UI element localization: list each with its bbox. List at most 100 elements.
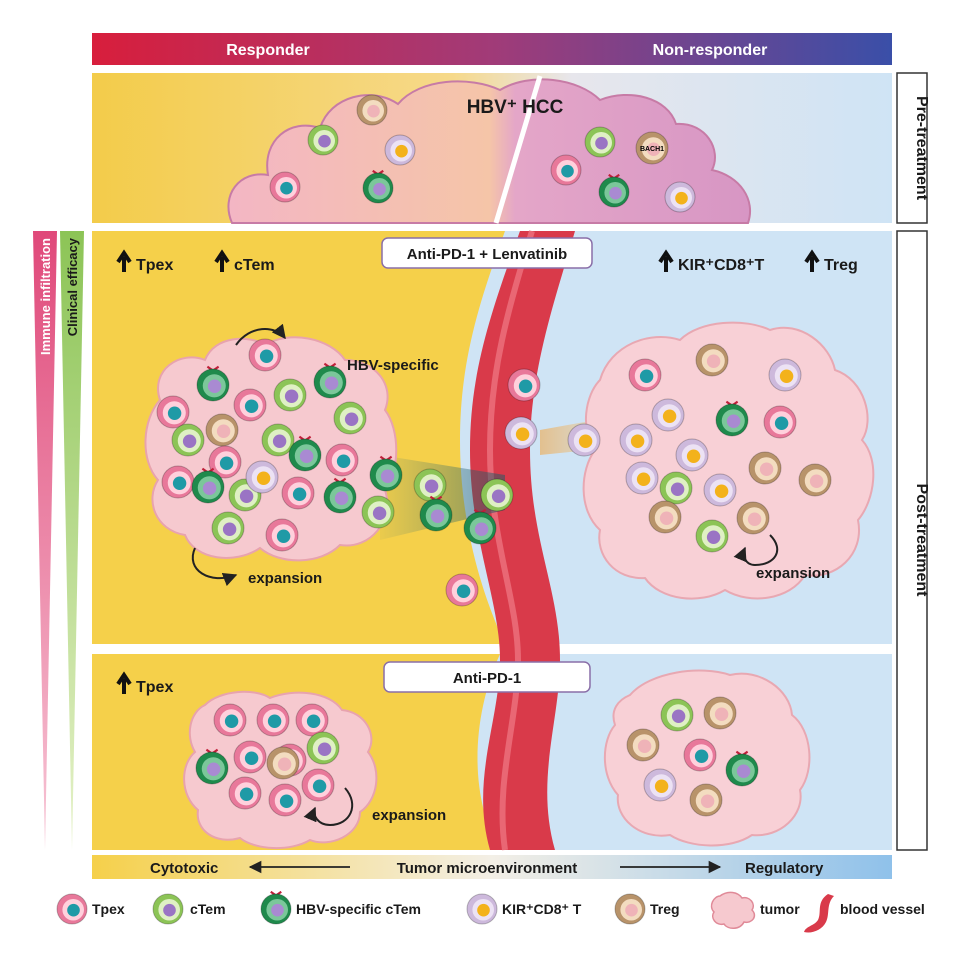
tpex-cell bbox=[213, 703, 247, 737]
hbv-specific-ctem-cell bbox=[195, 748, 229, 785]
immune-infiltration-bar bbox=[33, 231, 57, 850]
ctem-cell bbox=[695, 519, 729, 553]
tpex-cell bbox=[256, 703, 290, 737]
treg-cell bbox=[266, 746, 300, 780]
kir-cd8-t-cell bbox=[619, 423, 653, 457]
ctem-cell-icon bbox=[152, 893, 184, 925]
hbv-specific-ctem-cell bbox=[362, 169, 394, 204]
responder-label: Responder bbox=[226, 42, 310, 59]
kir-cd8-t-cell bbox=[567, 423, 601, 457]
ctem-cell bbox=[306, 731, 340, 765]
tpex-cell bbox=[763, 405, 797, 439]
ctem-cell bbox=[584, 126, 616, 158]
axis-regulatory-label: Regulatory bbox=[745, 860, 824, 877]
tpex-cell bbox=[265, 518, 299, 552]
treg-cell bbox=[748, 451, 782, 485]
tpex-cell bbox=[683, 738, 717, 772]
axis-cytotoxic-label: Cytotoxic bbox=[150, 860, 218, 877]
treg-cell bbox=[356, 94, 388, 126]
hbv-specific-ctem-cell bbox=[288, 435, 322, 472]
up-kir-label: KIR⁺CD8⁺T bbox=[678, 257, 764, 274]
tpex-cell bbox=[228, 776, 262, 810]
mono-up-tpex-label: Tpex bbox=[136, 679, 173, 696]
legend-treg-label: Treg bbox=[650, 901, 680, 917]
up-arrows-combo: Tpex cTem KIR⁺CD8⁺T Treg bbox=[116, 249, 858, 274]
tpex-cell-icon bbox=[56, 893, 88, 925]
tumor-icon bbox=[710, 891, 756, 929]
tpex-cell bbox=[208, 445, 242, 479]
treg-cell bbox=[703, 696, 737, 730]
cells-layer: BACH1 bbox=[156, 94, 832, 817]
kir-cd8-t-cell bbox=[664, 181, 696, 213]
clinical-efficacy-bar bbox=[60, 231, 84, 850]
mono-expansion-label: expansion bbox=[372, 807, 446, 824]
tpex-cell bbox=[325, 443, 359, 477]
immune-infiltration-label: Immune infiltration bbox=[38, 238, 53, 355]
treg-cell bbox=[689, 783, 723, 817]
kir-cd8-t-cell bbox=[384, 134, 416, 166]
hbv-specific-ctem-cell bbox=[313, 362, 347, 399]
blood-vessel-icon bbox=[804, 894, 834, 933]
expansion-right-label: expansion bbox=[756, 565, 830, 582]
up-ctem-label: cTem bbox=[234, 257, 275, 274]
tpex-cell bbox=[628, 358, 662, 392]
kir-cd8-t-cell bbox=[643, 768, 677, 802]
treg-cell bbox=[626, 728, 660, 762]
hbv-specific-ctem-cell bbox=[419, 495, 453, 532]
hbv-specific-ctem-cell-icon bbox=[260, 890, 292, 925]
ctem-cell bbox=[361, 495, 395, 529]
legend: Tpex cTem HBV-specific cTem KIR⁺CD8⁺ T T… bbox=[56, 890, 925, 933]
ctem-cell bbox=[659, 471, 693, 505]
ctem-cell bbox=[413, 468, 447, 502]
pretreatment-side-label: Pre-treatment bbox=[913, 96, 930, 201]
combo-title: Anti-PD-1 + Lenvatinib bbox=[407, 246, 567, 263]
tpex-cell bbox=[301, 768, 335, 802]
tpex-cell bbox=[233, 388, 267, 422]
kir-cd8-t-cell bbox=[651, 398, 685, 432]
ctem-cell bbox=[480, 478, 514, 512]
mono-title: Anti-PD-1 bbox=[453, 670, 521, 687]
legend-tpex-label: Tpex bbox=[92, 901, 125, 917]
treg-cell bbox=[205, 413, 239, 447]
kir-cd8-t-cell bbox=[768, 358, 802, 392]
legend-vessel-label: blood vessel bbox=[840, 901, 925, 917]
treg-bach1-cell bbox=[635, 131, 669, 165]
axis-middle-label: Tumor microenvironment bbox=[397, 860, 578, 877]
tpex-cell bbox=[161, 465, 195, 499]
hbv-specific-ctem-cell bbox=[463, 508, 497, 545]
header-bar: Responder Non-responder bbox=[92, 33, 892, 65]
posttreatment-side-label: Post-treatment bbox=[913, 484, 930, 598]
expansion-left-label: expansion bbox=[248, 570, 322, 587]
hbv-specific-ctem-cell bbox=[323, 477, 357, 514]
bach1-label: BACH1 bbox=[640, 146, 664, 153]
tpex-cell bbox=[233, 740, 267, 774]
hbv-hcc-label: HBV⁺ HCC bbox=[467, 97, 564, 118]
kir-cd8-t-cell bbox=[675, 438, 709, 472]
kir-cd8-t-cell bbox=[625, 461, 659, 495]
hbv-specific-label: HBV-specific bbox=[347, 357, 439, 374]
kir-cd8-t-cell-icon bbox=[466, 893, 498, 925]
hbv-specific-ctem-cell bbox=[725, 750, 759, 787]
ctem-cell bbox=[307, 124, 339, 156]
tpex-cell bbox=[156, 395, 190, 429]
up-tpex-label: Tpex bbox=[136, 257, 173, 274]
hbv-specific-ctem-cell bbox=[598, 173, 630, 208]
hbv-specific-ctem-cell bbox=[196, 365, 230, 402]
tpex-cell bbox=[295, 703, 329, 737]
migration-beam-left bbox=[380, 455, 505, 540]
ctem-cell bbox=[171, 423, 205, 457]
ctem-cell bbox=[261, 423, 295, 457]
tpex-cell bbox=[268, 783, 302, 817]
pretreatment-panel: HBV⁺ HCC bbox=[92, 73, 892, 224]
legend-ctem-label: cTem bbox=[190, 901, 226, 917]
ctem-cell bbox=[211, 511, 245, 545]
ctem-cell bbox=[333, 401, 367, 435]
tpex-cell bbox=[445, 573, 479, 607]
tpex-cell bbox=[550, 154, 582, 186]
tme-axis: Cytotoxic Tumor microenvironment Regulat… bbox=[92, 855, 892, 879]
non-responder-tumor-combo bbox=[582, 321, 875, 600]
treg-cell bbox=[648, 500, 682, 534]
treg-cell bbox=[736, 501, 770, 535]
hbv-specific-ctem-cell bbox=[369, 455, 403, 492]
